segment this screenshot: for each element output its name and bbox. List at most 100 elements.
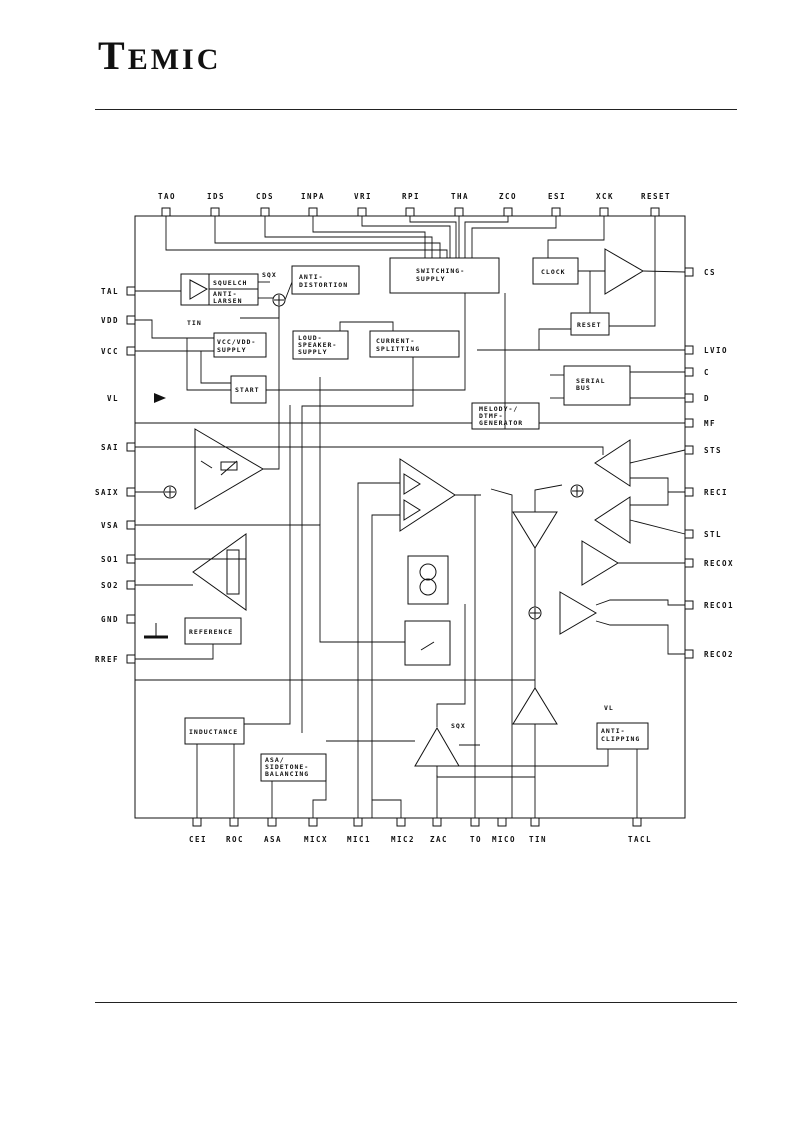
reco-driver-icon <box>559 591 597 635</box>
label-anti-clipping-2: CLIPPING <box>601 735 640 743</box>
pin-label-lvio: LVIO <box>704 346 728 355</box>
label-start: START <box>235 386 260 394</box>
pin-label-cei: CEI <box>189 835 207 844</box>
bottom-pin-labels: CEI ROC ASA MICX MIC1 MIC2 ZAC TO MICO T… <box>189 835 652 844</box>
label-asa-3: BALANCING <box>265 770 309 778</box>
clock-buffer-icon <box>604 248 644 295</box>
summing-node-sidetone <box>570 484 584 498</box>
pin-label-mf: MF <box>704 419 716 428</box>
label-asa-1: ASA/ <box>265 756 285 764</box>
signal-wiring <box>135 216 686 818</box>
pin-label-vl: VL <box>107 394 119 403</box>
left-pin-labels: TAL VDD VCC VL SAI SAIX VSA SO1 SO2 GND … <box>95 287 119 664</box>
pin-label-recox: RECOX <box>704 559 734 568</box>
right-pin-labels: CS LVIO C D MF STS RECI STL RECOX RECO1 … <box>704 268 734 659</box>
label-anti-distortion-1: ANTI- <box>299 273 324 281</box>
pin-label-zco: ZCO <box>499 192 517 201</box>
pin-label-mic1: MIC1 <box>347 835 371 844</box>
label-tin: TIN <box>187 319 202 327</box>
label-loudspeaker-3: SUPPLY <box>298 348 327 356</box>
current-source-block <box>407 555 449 605</box>
squelch-amplifier-icon <box>189 279 209 300</box>
pin-label-asa: ASA <box>264 835 282 844</box>
footer-rule <box>95 1002 737 1003</box>
pin-label-vcc: VCC <box>101 347 119 356</box>
pin-label-sai: SAI <box>101 443 119 452</box>
pin-label-inpa: INPA <box>301 192 325 201</box>
label-anti-distortion-2: DISTORTION <box>299 281 348 289</box>
pin-label-mico: MICO <box>492 835 516 844</box>
pin-label-to: TO <box>470 835 482 844</box>
loudspeaker-supply-block <box>292 330 349 360</box>
pin-label-stl: STL <box>704 530 722 539</box>
receive-amplifier-icon <box>192 533 247 611</box>
label-loudspeaker-2: SPEAKER- <box>298 341 337 349</box>
pin-label-xck: XCK <box>596 192 614 201</box>
label-melody-3: GENERATOR <box>479 419 523 427</box>
label-inductance: INDUCTANCE <box>189 728 238 736</box>
label-switching-2: SUPPLY <box>416 275 445 283</box>
label-serial-2: BUS <box>576 384 591 392</box>
header-rule <box>95 109 737 110</box>
vcc-vdd-supply-block <box>213 332 267 358</box>
label-current-2: SPLITTING <box>376 345 420 353</box>
label-sqx: SQX <box>262 271 277 279</box>
pin-label-esi: ESI <box>548 192 566 201</box>
label-asa-2: SIDETONE- <box>265 763 309 771</box>
block-labels: SQUELCH ANTI- LARSEN SQX TIN ANTI- DISTO… <box>187 267 640 778</box>
pin-label-tao: TAO <box>158 192 176 201</box>
pin-label-ids: IDS <box>207 192 225 201</box>
stl-comparator-icon <box>594 496 631 544</box>
pin-label-reco1: RECO1 <box>704 601 734 610</box>
microphone-amplifier-icon <box>399 458 456 532</box>
label-current-1: CURRENT- <box>376 337 415 345</box>
label-switching-1: SWITCHING- <box>416 267 465 275</box>
bottom-pin-pads <box>192 817 642 827</box>
current-splitting-block <box>369 330 460 358</box>
pin-label-gnd: GND <box>101 615 119 624</box>
pin-label-vdd: VDD <box>101 316 119 325</box>
asa-sidetone-block <box>260 753 327 782</box>
label-anti-clipping-1: ANTI- <box>601 727 626 735</box>
label-loudspeaker-1: LOUD- <box>298 334 323 342</box>
switch-block <box>404 620 451 666</box>
vl-arrow-icon <box>154 393 166 403</box>
pin-label-rref: RREF <box>95 655 119 664</box>
pin-label-tacl: TACL <box>628 835 652 844</box>
pin-label-roc: ROC <box>226 835 244 844</box>
label-vcc-vdd-1: VCC/VDD- <box>217 338 256 346</box>
top-pin-labels: TAO IDS CDS INPA VRI RPI THA ZCO ESI XCK… <box>158 192 670 201</box>
label-anti-larsen-2: LARSEN <box>213 297 242 305</box>
pin-label-zac: ZAC <box>430 835 448 844</box>
speaker-amplifier-icon <box>194 428 264 510</box>
switching-supply-block <box>389 257 500 294</box>
label-reset: RESET <box>577 321 602 329</box>
label-vl: VL <box>604 704 614 712</box>
pin-label-vri: VRI <box>354 192 372 201</box>
pin-label-micx: MICX <box>304 835 328 844</box>
start-block <box>230 375 267 404</box>
pin-label-sts: STS <box>704 446 722 455</box>
anti-distortion-block <box>291 265 360 295</box>
label-sqx2: SQX <box>451 722 466 730</box>
label-vcc-vdd-2: SUPPLY <box>217 346 246 354</box>
label-melody-1: MELODY-/ <box>479 405 518 413</box>
pin-label-tal: TAL <box>101 287 119 296</box>
pin-label-c: C <box>704 368 710 377</box>
rx-buffer-icon <box>512 511 558 549</box>
sqx-amplifier-icon <box>414 727 460 767</box>
pin-label-tin: TIN <box>529 835 547 844</box>
label-clock: CLOCK <box>541 268 566 276</box>
left-pin-pads <box>126 286 136 664</box>
temic-logo: TEMIC <box>98 33 222 78</box>
label-squelch: SQUELCH <box>213 279 247 287</box>
inductance-block <box>184 717 245 745</box>
pin-label-so1: SO1 <box>101 555 119 564</box>
pin-label-mic2: MIC2 <box>391 835 415 844</box>
pin-label-saix: SAIX <box>95 488 119 497</box>
pin-label-reci: RECI <box>704 488 728 497</box>
tin-buffer-icon <box>512 687 558 725</box>
pin-label-rpi: RPI <box>402 192 420 201</box>
reco-buffer-icon <box>581 540 619 586</box>
pin-label-cds: CDS <box>256 192 274 201</box>
